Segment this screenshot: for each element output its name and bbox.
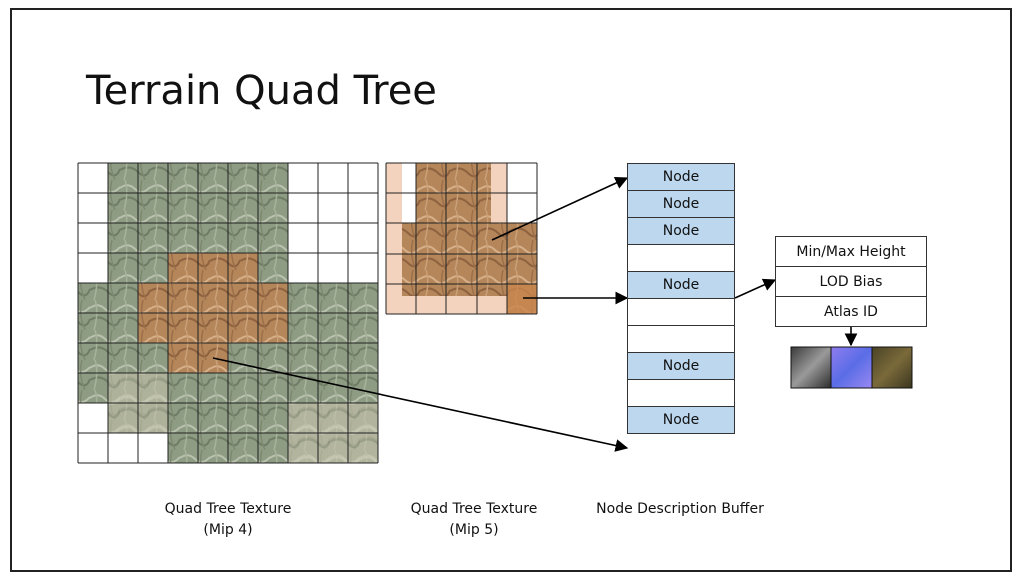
buffer-cell: Node — [627, 271, 735, 299]
buffer-cell: Node — [627, 217, 735, 245]
buffer-cell: Node — [627, 406, 735, 434]
node-properties-table: Min/Max Height LOD Bias Atlas ID — [775, 236, 927, 327]
lod-bias-field: LOD Bias — [775, 266, 927, 297]
atlas-id-field: Atlas ID — [775, 296, 927, 327]
mip4-caption-line1: Quad Tree Texture — [164, 501, 292, 517]
mip5-caption: Quad Tree Texture (Mip 5) — [374, 499, 574, 541]
node-description-buffer: Node Node Node Node Node Node — [627, 163, 735, 434]
buffer-cell-empty — [627, 298, 735, 326]
buffer-cell-empty — [627, 325, 735, 353]
buffer-cell-empty — [627, 244, 735, 272]
buffer-cell: Node — [627, 163, 735, 191]
mip5-caption-line1: Quad Tree Texture — [410, 501, 538, 517]
buffer-caption: Node Description Buffer — [596, 501, 764, 517]
buffer-cell: Node — [627, 190, 735, 218]
mip4-caption: Quad Tree Texture (Mip 4) — [128, 499, 328, 541]
mip5-caption-line2: (Mip 5) — [449, 522, 499, 538]
min-max-height-field: Min/Max Height — [775, 236, 927, 267]
buffer-cell: Node — [627, 352, 735, 380]
mip4-caption-line2: (Mip 4) — [203, 522, 253, 538]
buffer-cell-empty — [627, 379, 735, 407]
slide-title: Terrain Quad Tree — [86, 68, 437, 114]
